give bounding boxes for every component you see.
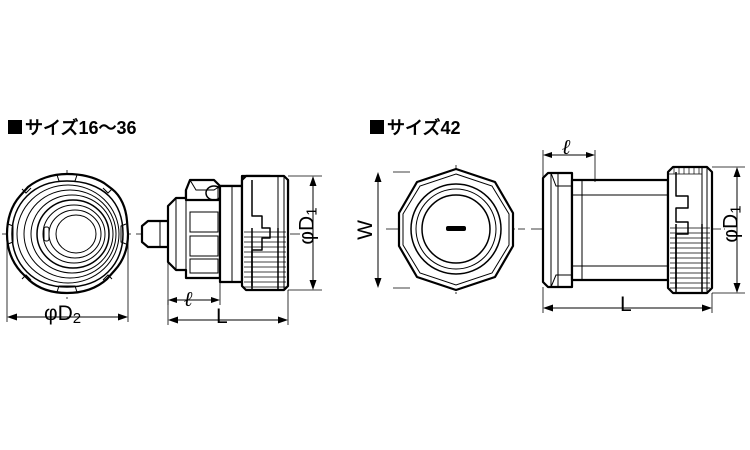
filled-square-bullet-icon bbox=[370, 120, 384, 134]
concentric-ring-1 bbox=[16, 184, 120, 284]
ribbed-cap bbox=[240, 174, 290, 292]
cap42-top-serration bbox=[669, 167, 702, 175]
filled-square-bullet-icon bbox=[8, 120, 22, 134]
dimension-phi-d1-right-group bbox=[712, 166, 745, 294]
section-heading-size-42: サイズ42 bbox=[370, 114, 460, 140]
section-heading-label: サイズ42 bbox=[387, 118, 461, 138]
hex-circle-inner bbox=[421, 194, 491, 264]
slot-mark bbox=[43, 226, 50, 242]
dimension-label-w: W bbox=[353, 220, 377, 240]
dimension-w bbox=[374, 171, 410, 289]
dimension-phi-d1-left-group bbox=[288, 175, 322, 291]
ribbed-cap-42 bbox=[666, 165, 714, 295]
dimension-label-big-l-left: L bbox=[216, 305, 228, 328]
cap-knurl-ribs bbox=[244, 231, 286, 288]
inner-body-ring bbox=[11, 180, 124, 288]
section-heading-size-16-36: サイズ16〜36 bbox=[8, 114, 137, 140]
mid-body bbox=[218, 184, 244, 284]
hex-inner-outline bbox=[402, 173, 510, 286]
dimension-big-l-left-group bbox=[167, 290, 289, 325]
dimension-little-l-left-group bbox=[167, 262, 221, 305]
collar-panel-foot bbox=[189, 258, 219, 274]
dimension-label-little-l-right: ℓ bbox=[562, 134, 571, 159]
hex-circle-mid bbox=[415, 188, 497, 270]
dimension-phi-d2 bbox=[6, 240, 129, 322]
front-view-hex bbox=[386, 165, 525, 296]
dimension-little-l-right-group bbox=[542, 150, 596, 182]
concentric-ring-3 bbox=[30, 194, 114, 274]
collar-panel-lower bbox=[189, 235, 219, 257]
center-slot bbox=[446, 226, 466, 231]
concentric-ring-2 bbox=[23, 189, 117, 279]
cap42-interior-profile bbox=[675, 172, 689, 288]
dimension-big-l-right-group bbox=[542, 287, 713, 313]
side-view-connector bbox=[136, 174, 300, 292]
dimension-label-phi-d1-right: φD1 bbox=[719, 205, 745, 243]
dimension-label-little-l-left: ℓ bbox=[184, 286, 193, 311]
hex-circle-outer bbox=[410, 183, 502, 275]
dimension-label-phi-d2: φD2 bbox=[44, 302, 82, 327]
side-view-connector-42 bbox=[531, 165, 725, 295]
cap-interior-profile bbox=[251, 180, 271, 286]
dimension-label-big-l-right: L bbox=[620, 293, 632, 316]
concentric-ring-4 bbox=[36, 199, 110, 269]
concentric-ring-5 bbox=[42, 204, 106, 264]
collar-panel-upper bbox=[189, 211, 219, 233]
dimension-label-phi-d1-left: φD1 bbox=[295, 207, 321, 245]
front-view-round bbox=[2, 170, 132, 299]
section-heading-label: サイズ16〜36 bbox=[25, 118, 137, 138]
concentric-ring-7 bbox=[55, 214, 97, 254]
